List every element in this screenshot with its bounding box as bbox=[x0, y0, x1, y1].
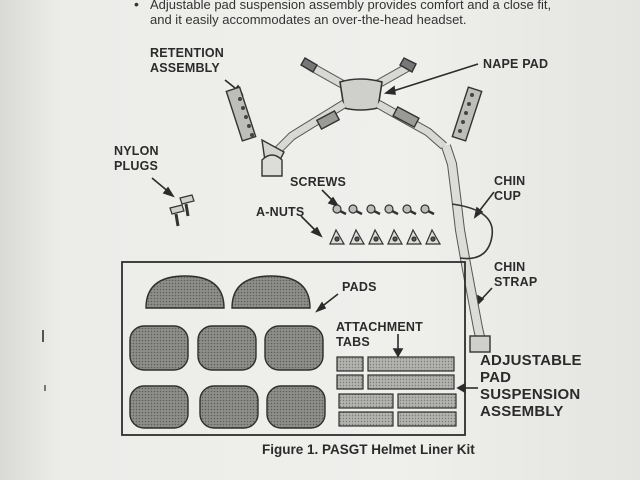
arrow-nape-head bbox=[383, 85, 396, 95]
arrow-nape bbox=[389, 63, 479, 93]
pad-3 bbox=[264, 325, 324, 371]
arrow-screws-head bbox=[327, 196, 340, 208]
margin-mark-small bbox=[44, 385, 46, 391]
pad-4 bbox=[129, 385, 189, 429]
label-retention-assembly: RETENTION ASSEMBLY bbox=[150, 46, 225, 75]
nylon-plugs-drawing bbox=[169, 194, 195, 227]
label-nylon-plugs: NYLON PLUGS bbox=[114, 144, 159, 173]
pad-5 bbox=[199, 385, 259, 429]
label-chin-cup: CHIN CUP bbox=[494, 174, 526, 203]
kit-box bbox=[121, 261, 466, 436]
pad-half-left bbox=[145, 275, 225, 309]
arrow-pads-head bbox=[315, 301, 327, 313]
label-adjustable-pad-suspension-assembly: ADJUSTABLE PAD SUSPENSION ASSEMBLY bbox=[480, 352, 582, 420]
attachment-tabs-drawing bbox=[336, 356, 457, 427]
figure-caption: Figure 1. PASGT Helmet Liner Kit bbox=[262, 442, 475, 457]
intro-line-1: Adjustable pad suspension assembly provi… bbox=[150, 0, 552, 12]
screws-drawing bbox=[332, 204, 435, 216]
arrow-plugs-head bbox=[162, 186, 175, 198]
retention-assembly-drawing bbox=[225, 57, 494, 353]
arrow-suspension-head bbox=[456, 382, 466, 394]
pads-drawing bbox=[129, 275, 326, 429]
a-nuts-drawing bbox=[329, 228, 442, 245]
pad-half-right bbox=[231, 275, 311, 309]
bullet-icon: • bbox=[134, 0, 139, 12]
pad-6 bbox=[266, 385, 326, 429]
pad-2 bbox=[197, 325, 257, 371]
label-chin-strap: CHIN STRAP bbox=[494, 260, 538, 289]
label-pads: PADS bbox=[342, 280, 377, 294]
intro-line-2: and it easily accommodates an over-the-h… bbox=[150, 12, 467, 27]
margin-mark bbox=[42, 330, 44, 342]
intro-text: • Adjustable pad suspension assembly pro… bbox=[134, 0, 620, 27]
label-a-nuts: A-NUTS bbox=[256, 205, 305, 219]
chin-cup-shape bbox=[451, 203, 494, 260]
arrow-tabs-head bbox=[392, 348, 404, 358]
pad-1 bbox=[129, 325, 189, 371]
nape-pad-shape bbox=[339, 78, 383, 111]
arrow-anuts-head bbox=[310, 226, 323, 238]
label-screws: SCREWS bbox=[290, 175, 347, 189]
label-attachment-tabs: ATTACHMENT TABS bbox=[336, 320, 423, 349]
label-nape-pad: NAPE PAD bbox=[483, 57, 549, 71]
pointer-arrows bbox=[151, 63, 495, 394]
